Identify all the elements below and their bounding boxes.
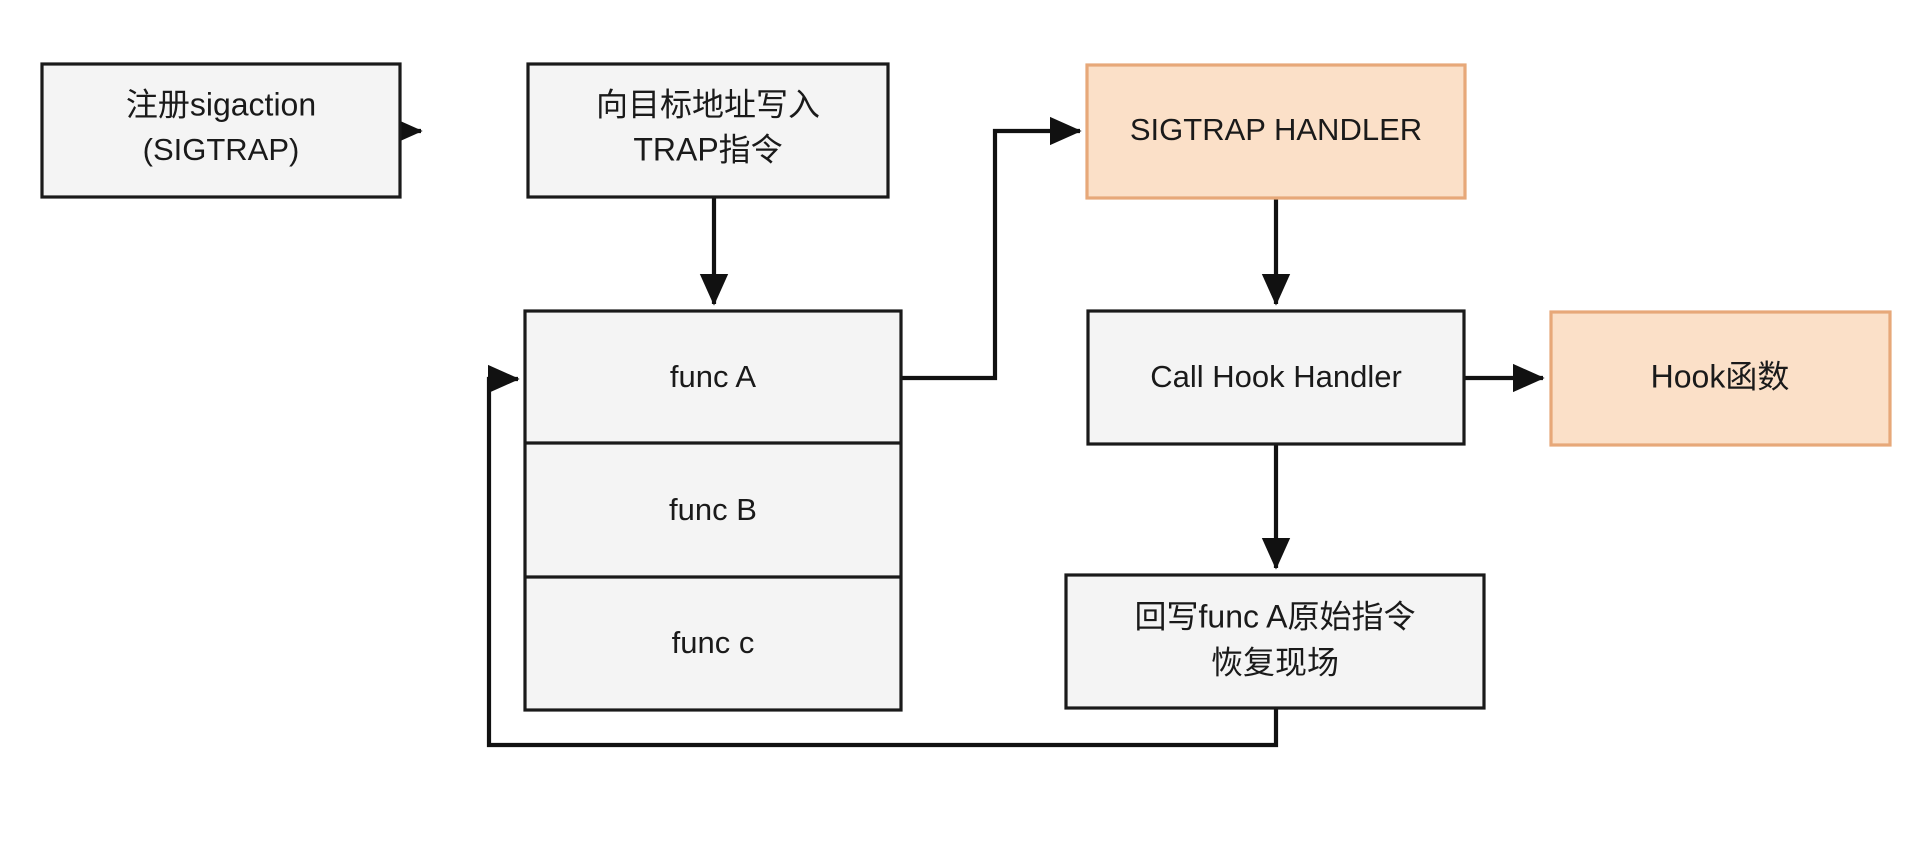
node-write-trap-instruction-line2: TRAP指令 [633, 131, 782, 167]
func-stack-row-func-a[interactable]: func A [670, 359, 756, 394]
node-func-stack-box[interactable] [523, 309, 903, 712]
node-restore-original-instruction-box[interactable] [1064, 573, 1486, 710]
node-restore-original-instruction[interactable]: 回写func A原始指令 恢复现场 [1064, 573, 1486, 710]
node-hook-function-label: Hook函数 [1651, 358, 1790, 394]
node-sigtrap-handler[interactable]: SIGTRAP HANDLER [1085, 63, 1467, 200]
node-register-sigaction-line2: (SIGTRAP) [143, 132, 300, 167]
node-hook-function-box[interactable] [1549, 310, 1892, 447]
node-hook-function[interactable]: Hook函数 [1549, 310, 1892, 447]
node-register-sigaction-line1: 注册sigaction [126, 86, 316, 122]
node-write-trap-instruction-line1: 向目标地址写入 [596, 86, 820, 122]
node-call-hook-handler-box[interactable] [1086, 309, 1466, 446]
node-call-hook-handler-label: Call Hook Handler [1150, 359, 1402, 394]
node-write-trap-instruction[interactable]: 向目标地址写入 TRAP指令 [526, 62, 890, 199]
func-stack-row-func-b[interactable]: func B [669, 492, 757, 527]
node-sigtrap-handler-box[interactable] [1085, 63, 1467, 200]
node-write-trap-instruction-box[interactable] [526, 62, 890, 199]
node-sigtrap-handler-label: SIGTRAP HANDLER [1130, 112, 1422, 147]
node-restore-line1: 回写func A原始指令 [1135, 598, 1416, 634]
func-stack-row-func-c[interactable]: func c [672, 625, 755, 660]
node-register-sigaction[interactable]: 注册sigaction (SIGTRAP) [40, 62, 402, 199]
edge-func-a-to-sigtrap-handler [901, 116, 1082, 381]
node-call-hook-handler[interactable]: Call Hook Handler [1086, 309, 1466, 446]
node-restore-line2: 恢复现场 [1211, 644, 1339, 680]
edge-restore-to-func-a [486, 364, 1279, 748]
node-register-sigaction-box[interactable] [40, 62, 402, 199]
node-func-stack[interactable]: func A func B func c [523, 309, 903, 712]
